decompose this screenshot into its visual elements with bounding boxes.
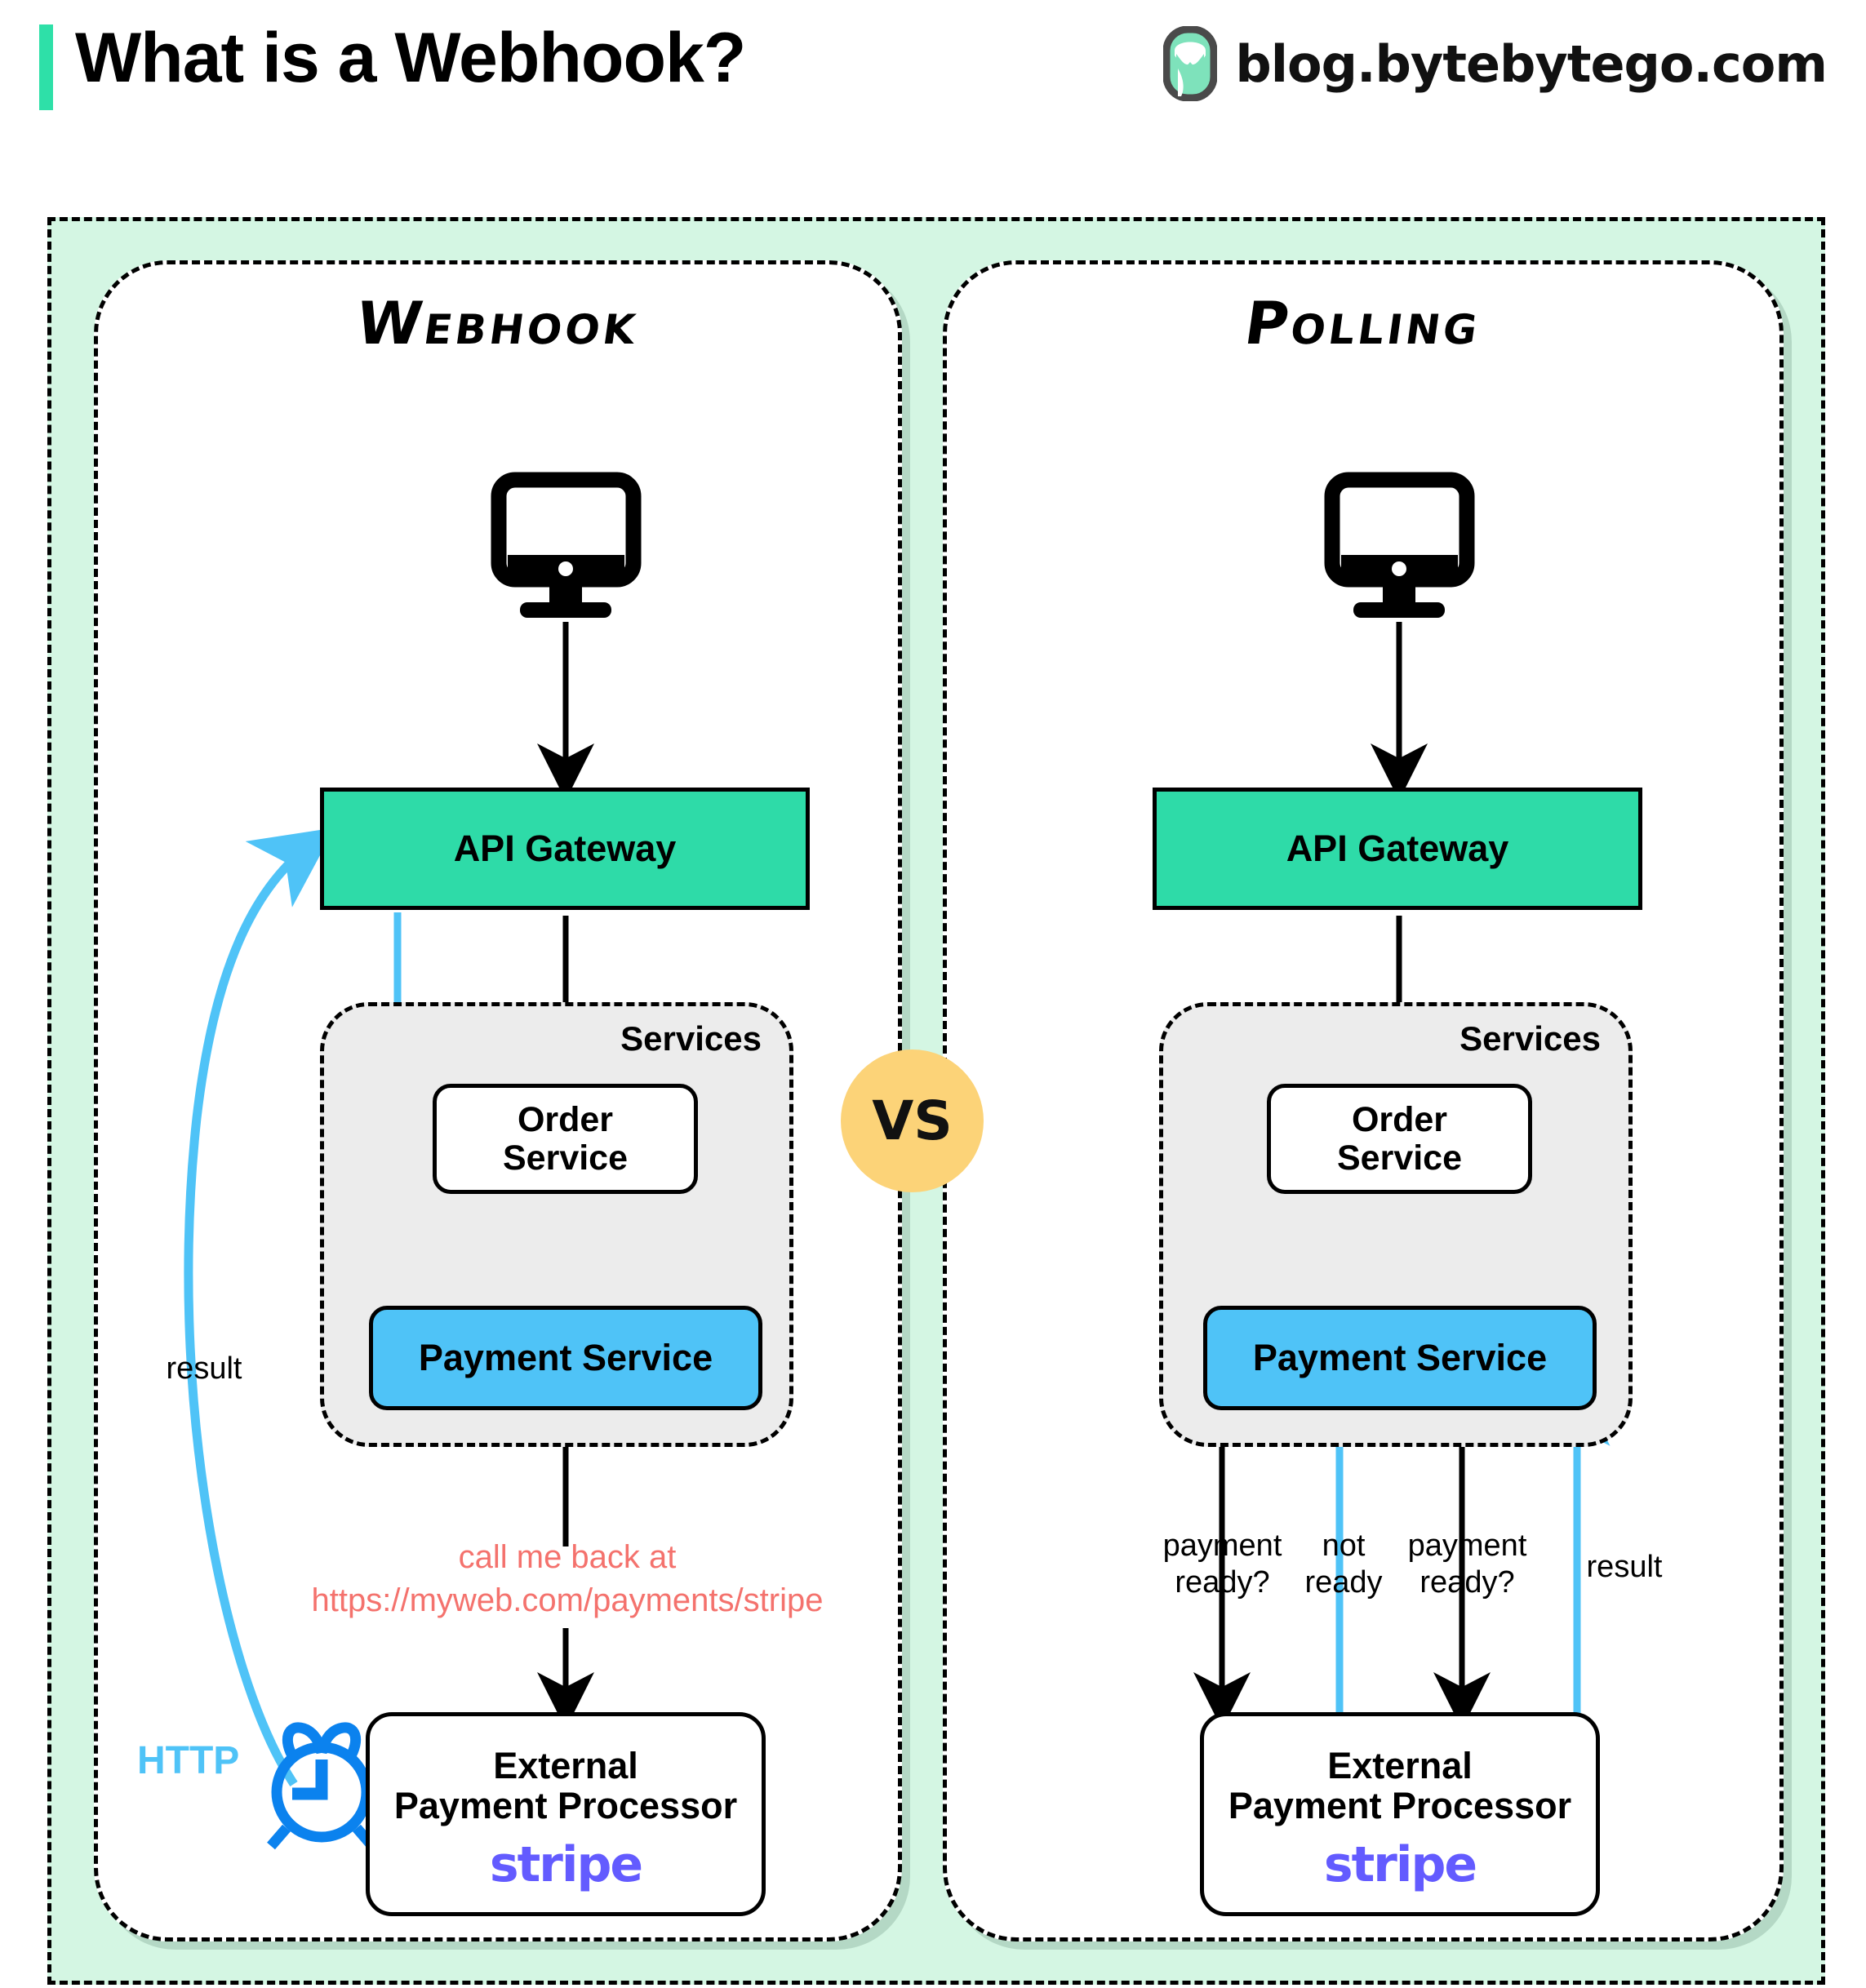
vs-badge: VS: [841, 1049, 984, 1192]
order-service-line1: Order: [1351, 1100, 1448, 1140]
page-title: What is a Webhook?: [75, 19, 746, 97]
payment-service-polling[interactable]: Payment Service: [1203, 1306, 1597, 1410]
processor-line1: External: [493, 1745, 638, 1786]
brand: blog.bytebytego.com: [1162, 25, 1828, 102]
stripe-logo: stripe: [1323, 1836, 1477, 1894]
api-gateway-polling[interactable]: API Gateway: [1153, 788, 1642, 910]
title-accent-bar: [39, 24, 53, 110]
poll-label-1: not ready: [1295, 1528, 1393, 1601]
services-label-webhook: Services: [620, 1019, 762, 1058]
http-label-webhook: HTTP: [137, 1739, 240, 1782]
order-service-polling[interactable]: Order Service: [1267, 1084, 1532, 1194]
poll-label-3-line1: result: [1586, 1550, 1663, 1584]
poll-label-0-line1: payment: [1162, 1529, 1282, 1563]
order-service-line2: Service: [502, 1138, 629, 1178]
poll-label-0: payment ready?: [1143, 1528, 1302, 1601]
brand-url: blog.bytebytego.com: [1235, 33, 1828, 94]
external-payment-processor-webhook[interactable]: External Payment Processor stripe: [366, 1712, 766, 1916]
panel-title-polling: Polling: [1240, 289, 1486, 357]
payment-service-webhook[interactable]: Payment Service: [369, 1306, 762, 1410]
poll-label-1-line1: not: [1322, 1529, 1366, 1563]
poll-label-2-line2: ready?: [1419, 1564, 1515, 1600]
poll-label-2: payment ready?: [1388, 1528, 1547, 1601]
processor-line2: Payment Processor: [393, 1784, 738, 1826]
result-label-webhook: result: [166, 1351, 242, 1386]
external-payment-processor-polling[interactable]: External Payment Processor stripe: [1200, 1712, 1600, 1916]
panel-title-webhook: Webhook: [352, 289, 644, 357]
order-service-webhook[interactable]: Order Service: [433, 1084, 698, 1194]
processor-line2: Payment Processor: [1228, 1784, 1572, 1826]
poll-label-2-line1: payment: [1407, 1529, 1527, 1563]
order-service-line1: Order: [517, 1100, 614, 1140]
api-gateway-webhook[interactable]: API Gateway: [320, 788, 810, 910]
header: What is a Webhook? blog.bytebytego.com: [0, 0, 1866, 139]
poll-label-0-line2: ready?: [1175, 1564, 1270, 1600]
order-service-line2: Service: [1336, 1138, 1463, 1178]
callback-label-line2: https://myweb.com/payments/stripe: [311, 1582, 824, 1618]
processor-line1: External: [1327, 1745, 1473, 1786]
callback-label-line1: call me back at: [458, 1539, 677, 1575]
poll-label-3: result: [1551, 1549, 1698, 1586]
poll-label-1-line2: ready: [1304, 1564, 1383, 1600]
stripe-logo: stripe: [489, 1836, 643, 1894]
services-label-polling: Services: [1459, 1019, 1601, 1058]
bytebytego-logo-icon: [1162, 25, 1218, 102]
